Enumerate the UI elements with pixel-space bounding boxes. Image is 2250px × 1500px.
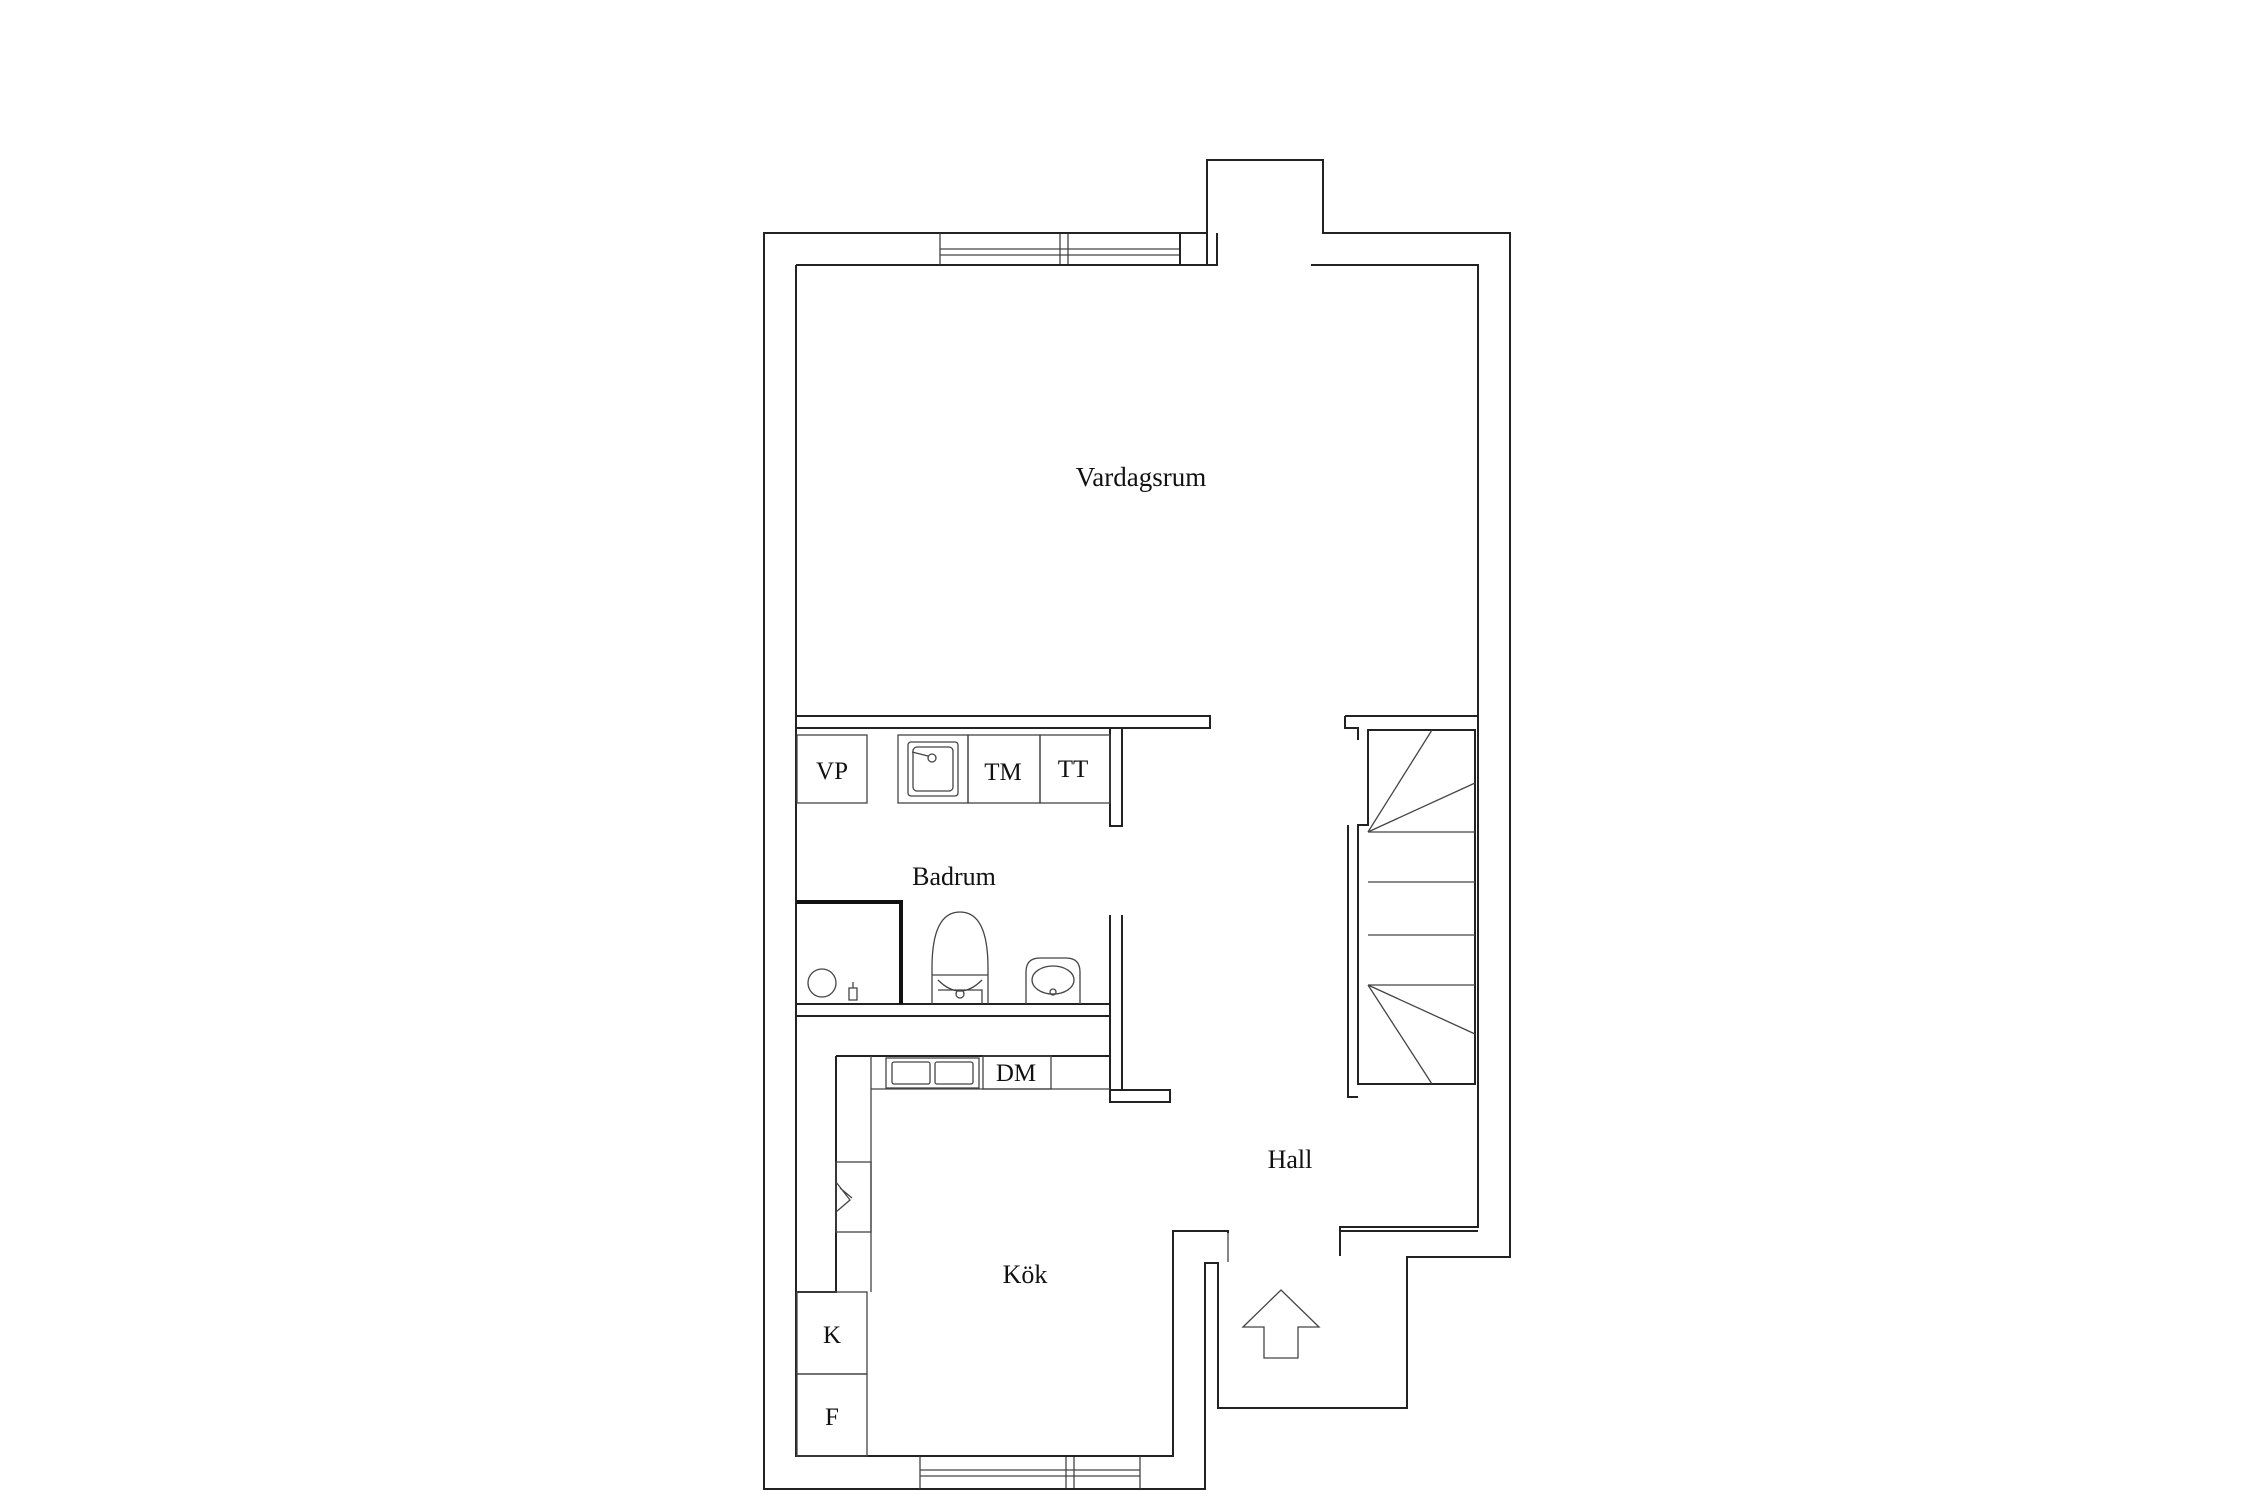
- windows: [919, 232, 1218, 1490]
- fixture-label-f: F: [825, 1404, 839, 1431]
- outer-wall: [763, 159, 1511, 1490]
- room-label-kitchen: Kök: [1003, 1260, 1048, 1289]
- room-label-bathroom: Badrum: [912, 862, 996, 891]
- stove-icon: [835, 1161, 872, 1233]
- kitchen-counters: [796, 1016, 1111, 1457]
- washbasin-icon: [1025, 957, 1081, 1004]
- entrance-arrow-icon: [1241, 1289, 1321, 1359]
- shower-icon: [797, 900, 903, 1004]
- fixture-label-dm: DM: [996, 1060, 1036, 1087]
- bathtub-sink-icon: [907, 741, 959, 797]
- entrance: [1217, 1233, 1408, 1409]
- fixture-label-vp: VP: [816, 758, 848, 785]
- room-label-hall: Hall: [1268, 1145, 1313, 1174]
- kitchen-sink-icon: [885, 1057, 980, 1089]
- toilet-icon: [931, 911, 989, 1004]
- interior-walls: [796, 715, 1478, 1232]
- fixture-label-tt: TT: [1058, 756, 1089, 783]
- room-label-living: Vardagsrum: [1076, 462, 1206, 492]
- stairs-icon: [1347, 729, 1476, 1098]
- bathroom-fixtures: [796, 734, 1111, 1004]
- fixture-label-k: K: [823, 1322, 841, 1349]
- fixture-label-tm: TM: [984, 759, 1022, 786]
